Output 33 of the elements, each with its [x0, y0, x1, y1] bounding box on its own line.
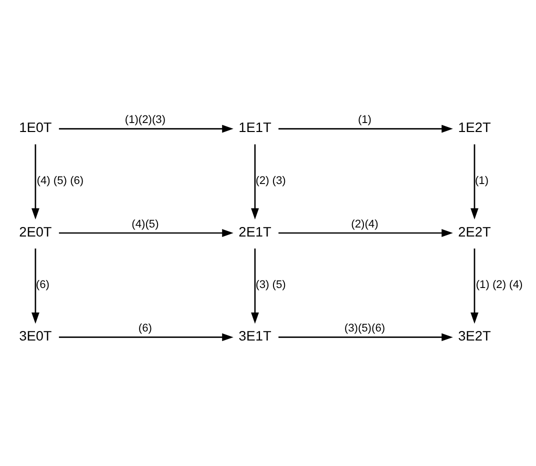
arrow: [58, 333, 234, 342]
edge-label: (4)(5): [132, 218, 159, 230]
node-text: 2E0T: [19, 224, 52, 240]
edge-label: (4) (5) (6): [36, 174, 84, 187]
arrow: [470, 144, 478, 220]
arrow: [32, 144, 40, 220]
arrow: [58, 124, 234, 133]
arrow: [32, 248, 40, 324]
edge-label: (1)(2)(3): [124, 114, 166, 126]
node-text: 1E1T: [238, 120, 272, 136]
edge-label: (3)(5)(6): [344, 322, 386, 335]
node-text: 1E0T: [19, 120, 52, 136]
arrow: [470, 248, 478, 324]
edge-label: (2) (3): [256, 174, 286, 187]
node-text: 3E2T: [458, 328, 491, 344]
node-text: 1E2T: [458, 120, 491, 136]
edge-label: (1): [474, 174, 489, 187]
node-text: 3E0T: [19, 328, 52, 344]
edge-label: (3) (5): [256, 279, 286, 292]
node-text: 3E1T: [238, 328, 272, 344]
arrow: [251, 144, 259, 220]
edge-label: (6): [138, 322, 152, 335]
arrow: [251, 248, 259, 324]
arrow: [278, 333, 453, 342]
edge-label: (2)(4): [351, 218, 378, 230]
node-text: 2E1T: [238, 224, 272, 240]
arrow: [58, 229, 234, 237]
arrow: [278, 229, 453, 237]
edge-label: (1) (2) (4): [476, 279, 523, 292]
arrow: [278, 124, 453, 133]
edge-label: (1): [358, 114, 372, 126]
edge-label: (6): [36, 279, 50, 292]
node-text: 2E2T: [458, 224, 491, 240]
